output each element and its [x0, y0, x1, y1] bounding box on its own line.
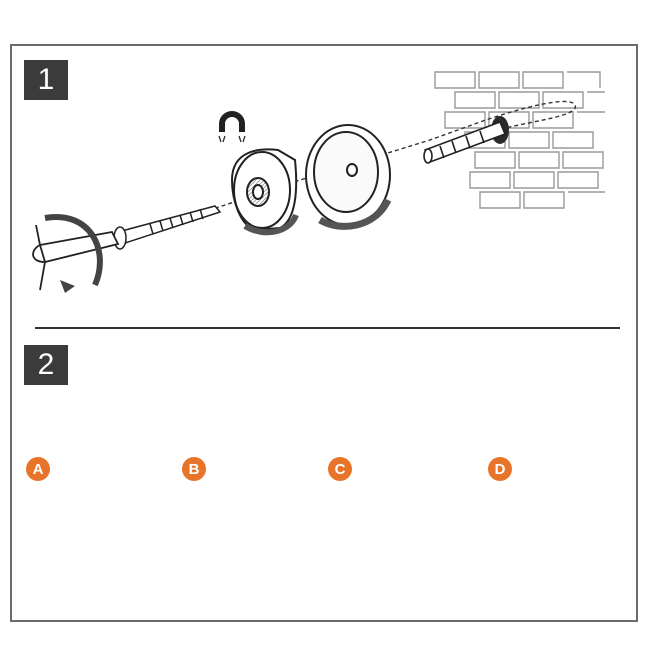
step-2-badge: 2	[24, 345, 68, 385]
section-divider	[35, 327, 620, 329]
substep-a-badge: A	[26, 457, 50, 481]
substep-b-label: B	[188, 460, 200, 478]
cover-cup	[305, 124, 392, 230]
magnet-icon	[218, 111, 246, 143]
substep-c-badge: C	[328, 457, 352, 481]
substep-b-badge: B	[182, 457, 206, 481]
rotation-arrow	[44, 213, 103, 293]
substep-c-label: C	[334, 460, 346, 478]
step-1-badge: 1	[24, 60, 68, 100]
step-1-number: 1	[37, 63, 55, 96]
substep-d-label: D	[494, 460, 506, 478]
step-2-number: 2	[37, 348, 55, 381]
instruction-frame	[10, 44, 638, 622]
screw	[113, 205, 222, 250]
screwdriver	[32, 224, 120, 291]
substep-d-badge: D	[488, 457, 512, 481]
wall-plug	[423, 120, 507, 164]
mounting-disc	[230, 148, 299, 236]
alignment-line	[194, 100, 576, 216]
substep-a-label: A	[32, 460, 44, 478]
